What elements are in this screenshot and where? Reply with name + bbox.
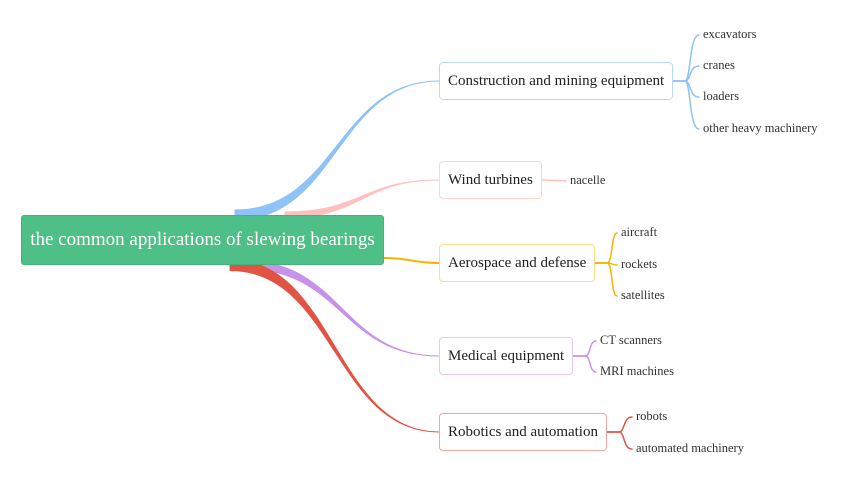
branch-connector (234, 80, 440, 221)
branch-connector (229, 258, 440, 433)
branch-connector (284, 179, 440, 219)
branch-label: Robotics and automation (448, 423, 598, 440)
leaf-aircraft[interactable]: aircraft (621, 225, 658, 239)
leaf-loaders[interactable]: loaders (703, 89, 740, 103)
branch-wind-turbines[interactable]: Wind turbines (439, 161, 542, 199)
leaf-connector (594, 262, 618, 297)
root-topic[interactable]: the common applications of slewing beari… (21, 215, 384, 265)
branch-connector (383, 257, 440, 264)
leaf-connector (594, 232, 618, 264)
root-topic-label: the common applications of slewing beari… (30, 229, 375, 250)
leaf-connector (672, 80, 700, 130)
branch-label: Construction and mining equipment (448, 72, 665, 89)
branch-label: Medical equipment (448, 347, 565, 364)
leaf-excavators[interactable]: excavators (703, 27, 757, 41)
leaf-ct-scanners[interactable]: CT scanners (600, 333, 662, 347)
branch-construction-mining[interactable]: Construction and mining equipment (439, 62, 674, 100)
leaf-automated-machinery[interactable]: automated machinery (636, 441, 744, 455)
leaf-mri-machines[interactable]: MRI machines (600, 364, 674, 378)
branch-label: Aerospace and defense (448, 254, 587, 271)
branch-label: Wind turbines (448, 171, 533, 188)
leaf-satellites[interactable]: satellites (621, 288, 665, 302)
branch-medical-equipment[interactable]: Medical equipment (439, 337, 574, 375)
leaf-robots[interactable]: robots (636, 409, 668, 423)
branch-robotics-automation[interactable]: Robotics and automation (439, 413, 607, 451)
leaf-nacelle[interactable]: nacelle (570, 173, 606, 187)
branch-connector (244, 260, 440, 357)
leaf-other-heavy-machinery[interactable]: other heavy machinery (703, 121, 818, 135)
leaf-connector (606, 431, 633, 450)
leaf-connector (572, 355, 597, 373)
leaf-connector (541, 179, 567, 182)
leaf-connector (672, 65, 700, 82)
leaf-connector (572, 340, 597, 357)
leaf-connector (672, 34, 700, 82)
leaf-rockets[interactable]: rockets (621, 257, 658, 271)
leaf-connector (606, 416, 633, 433)
leaf-cranes[interactable]: cranes (703, 58, 735, 72)
branch-aerospace-defense[interactable]: Aerospace and defense (439, 244, 596, 282)
leaf-connector (672, 80, 700, 98)
